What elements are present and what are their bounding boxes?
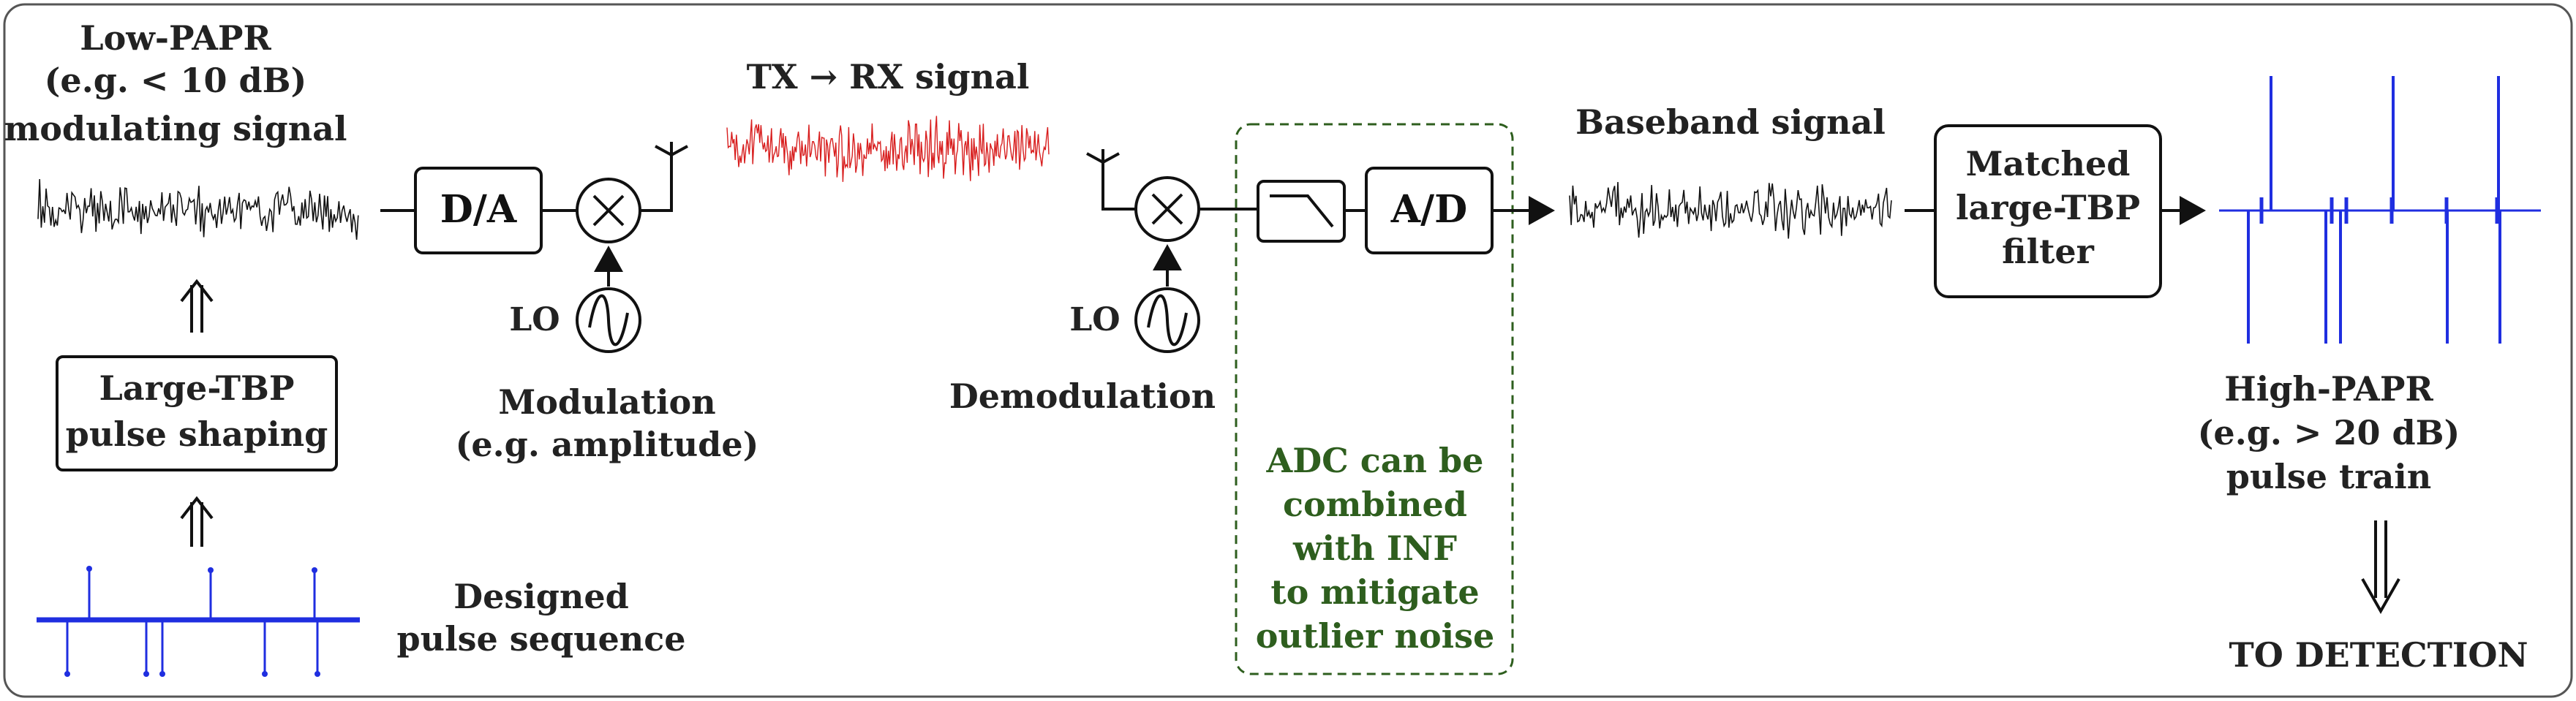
- tx-rx-signal-waveform: [726, 115, 1050, 182]
- lowpass-filter-block: [1257, 180, 1346, 243]
- high-papr-subtitle: pulse train: [2226, 457, 2431, 496]
- adc-note-line-2: combined: [1283, 485, 1467, 524]
- demodulation-label: Demodulation: [949, 376, 1216, 416]
- designed-sequence-stem-dot: [143, 671, 149, 677]
- designed-label-2: pulse sequence: [396, 619, 685, 659]
- designed-sequence-stem-dot: [208, 567, 214, 573]
- pulse-shaping-label-2: pulse shaping: [66, 414, 328, 454]
- designed-sequence-stem-dot: [312, 567, 317, 573]
- modulation-label: Modulation: [498, 382, 715, 422]
- adc-note-line-4: to mitigate: [1270, 572, 1479, 612]
- sig-lowpapr-trace: [37, 178, 359, 240]
- designed-sequence-stem-dot: [262, 671, 268, 677]
- high-papr-pulse-train-plot: [2219, 76, 2541, 344]
- high-papr-title: High-PAPR: [2224, 369, 2433, 409]
- dac-label: D/A: [440, 187, 517, 232]
- sig-baseband-trace: [1569, 181, 1892, 239]
- matched-filter-label-3: filter: [2002, 232, 2094, 271]
- tx-lo-oscillator-icon: [576, 287, 641, 353]
- designed-sequence-stem-dot: [86, 566, 92, 572]
- tx-rx-label: TX → RX signal: [747, 57, 1030, 96]
- rx-mixer-icon: [1134, 176, 1200, 242]
- to-detection-label: TO DETECTION: [2229, 635, 2528, 675]
- designed-sequence-stem-dot: [315, 671, 320, 677]
- matched-filter-label-2: large-TBP: [1956, 188, 2140, 227]
- adc-note-line-5: outlier noise: [1256, 616, 1495, 656]
- designed-pulse-sequence-plot: [37, 566, 360, 677]
- modulation-sublabel: (e.g. amplitude): [456, 425, 759, 464]
- low-papr-signal-waveform: [37, 178, 359, 240]
- matched-filter-label-1: Matched: [1966, 144, 2131, 183]
- designed-sequence-stem-dot: [159, 671, 165, 677]
- pulse-shaping-label-1: Large-TBP: [99, 368, 295, 408]
- outer-frame: [3, 3, 2573, 698]
- adc-note-line-3: with INF: [1292, 528, 1457, 568]
- adc-note-line-1: ADC can be: [1266, 441, 1484, 480]
- pulse-shaping-block: [56, 355, 338, 471]
- rx-lo-label: LO: [1069, 301, 1120, 338]
- wire-mixer-to-antenna: [640, 155, 673, 212]
- low-papr-range: (e.g. < 10 dB): [45, 61, 307, 100]
- tx-antenna-icon: [655, 142, 688, 156]
- baseband-signal-waveform: [1569, 181, 1892, 239]
- sig-txrx-trace: [726, 115, 1050, 182]
- designed-label-1: Designed: [453, 577, 629, 616]
- double-arrow-up-icon-2: [180, 496, 214, 547]
- lowpass-filter-icon: [1270, 194, 1334, 228]
- adc-label: A/D: [1390, 187, 1467, 232]
- double-arrow-up-icon: [180, 278, 214, 333]
- designed-sequence-stem-dot: [64, 671, 70, 677]
- tx-lo-label: LO: [509, 301, 560, 338]
- rx-lo-oscillator-icon: [1134, 287, 1200, 353]
- wire-antenna-to-rx-mixer: [1101, 162, 1137, 211]
- low-papr-title: Low-PAPR: [80, 18, 271, 58]
- baseband-label: Baseband signal: [1575, 102, 1886, 142]
- tx-mixer-icon: [576, 178, 641, 243]
- adc-dashed-region: [1235, 123, 1514, 675]
- rx-antenna-icon: [1086, 149, 1120, 164]
- double-arrow-down-icon: [2361, 520, 2400, 615]
- low-papr-subtitle: modulating signal: [4, 109, 347, 148]
- high-papr-range: (e.g. > 20 dB): [2198, 413, 2460, 452]
